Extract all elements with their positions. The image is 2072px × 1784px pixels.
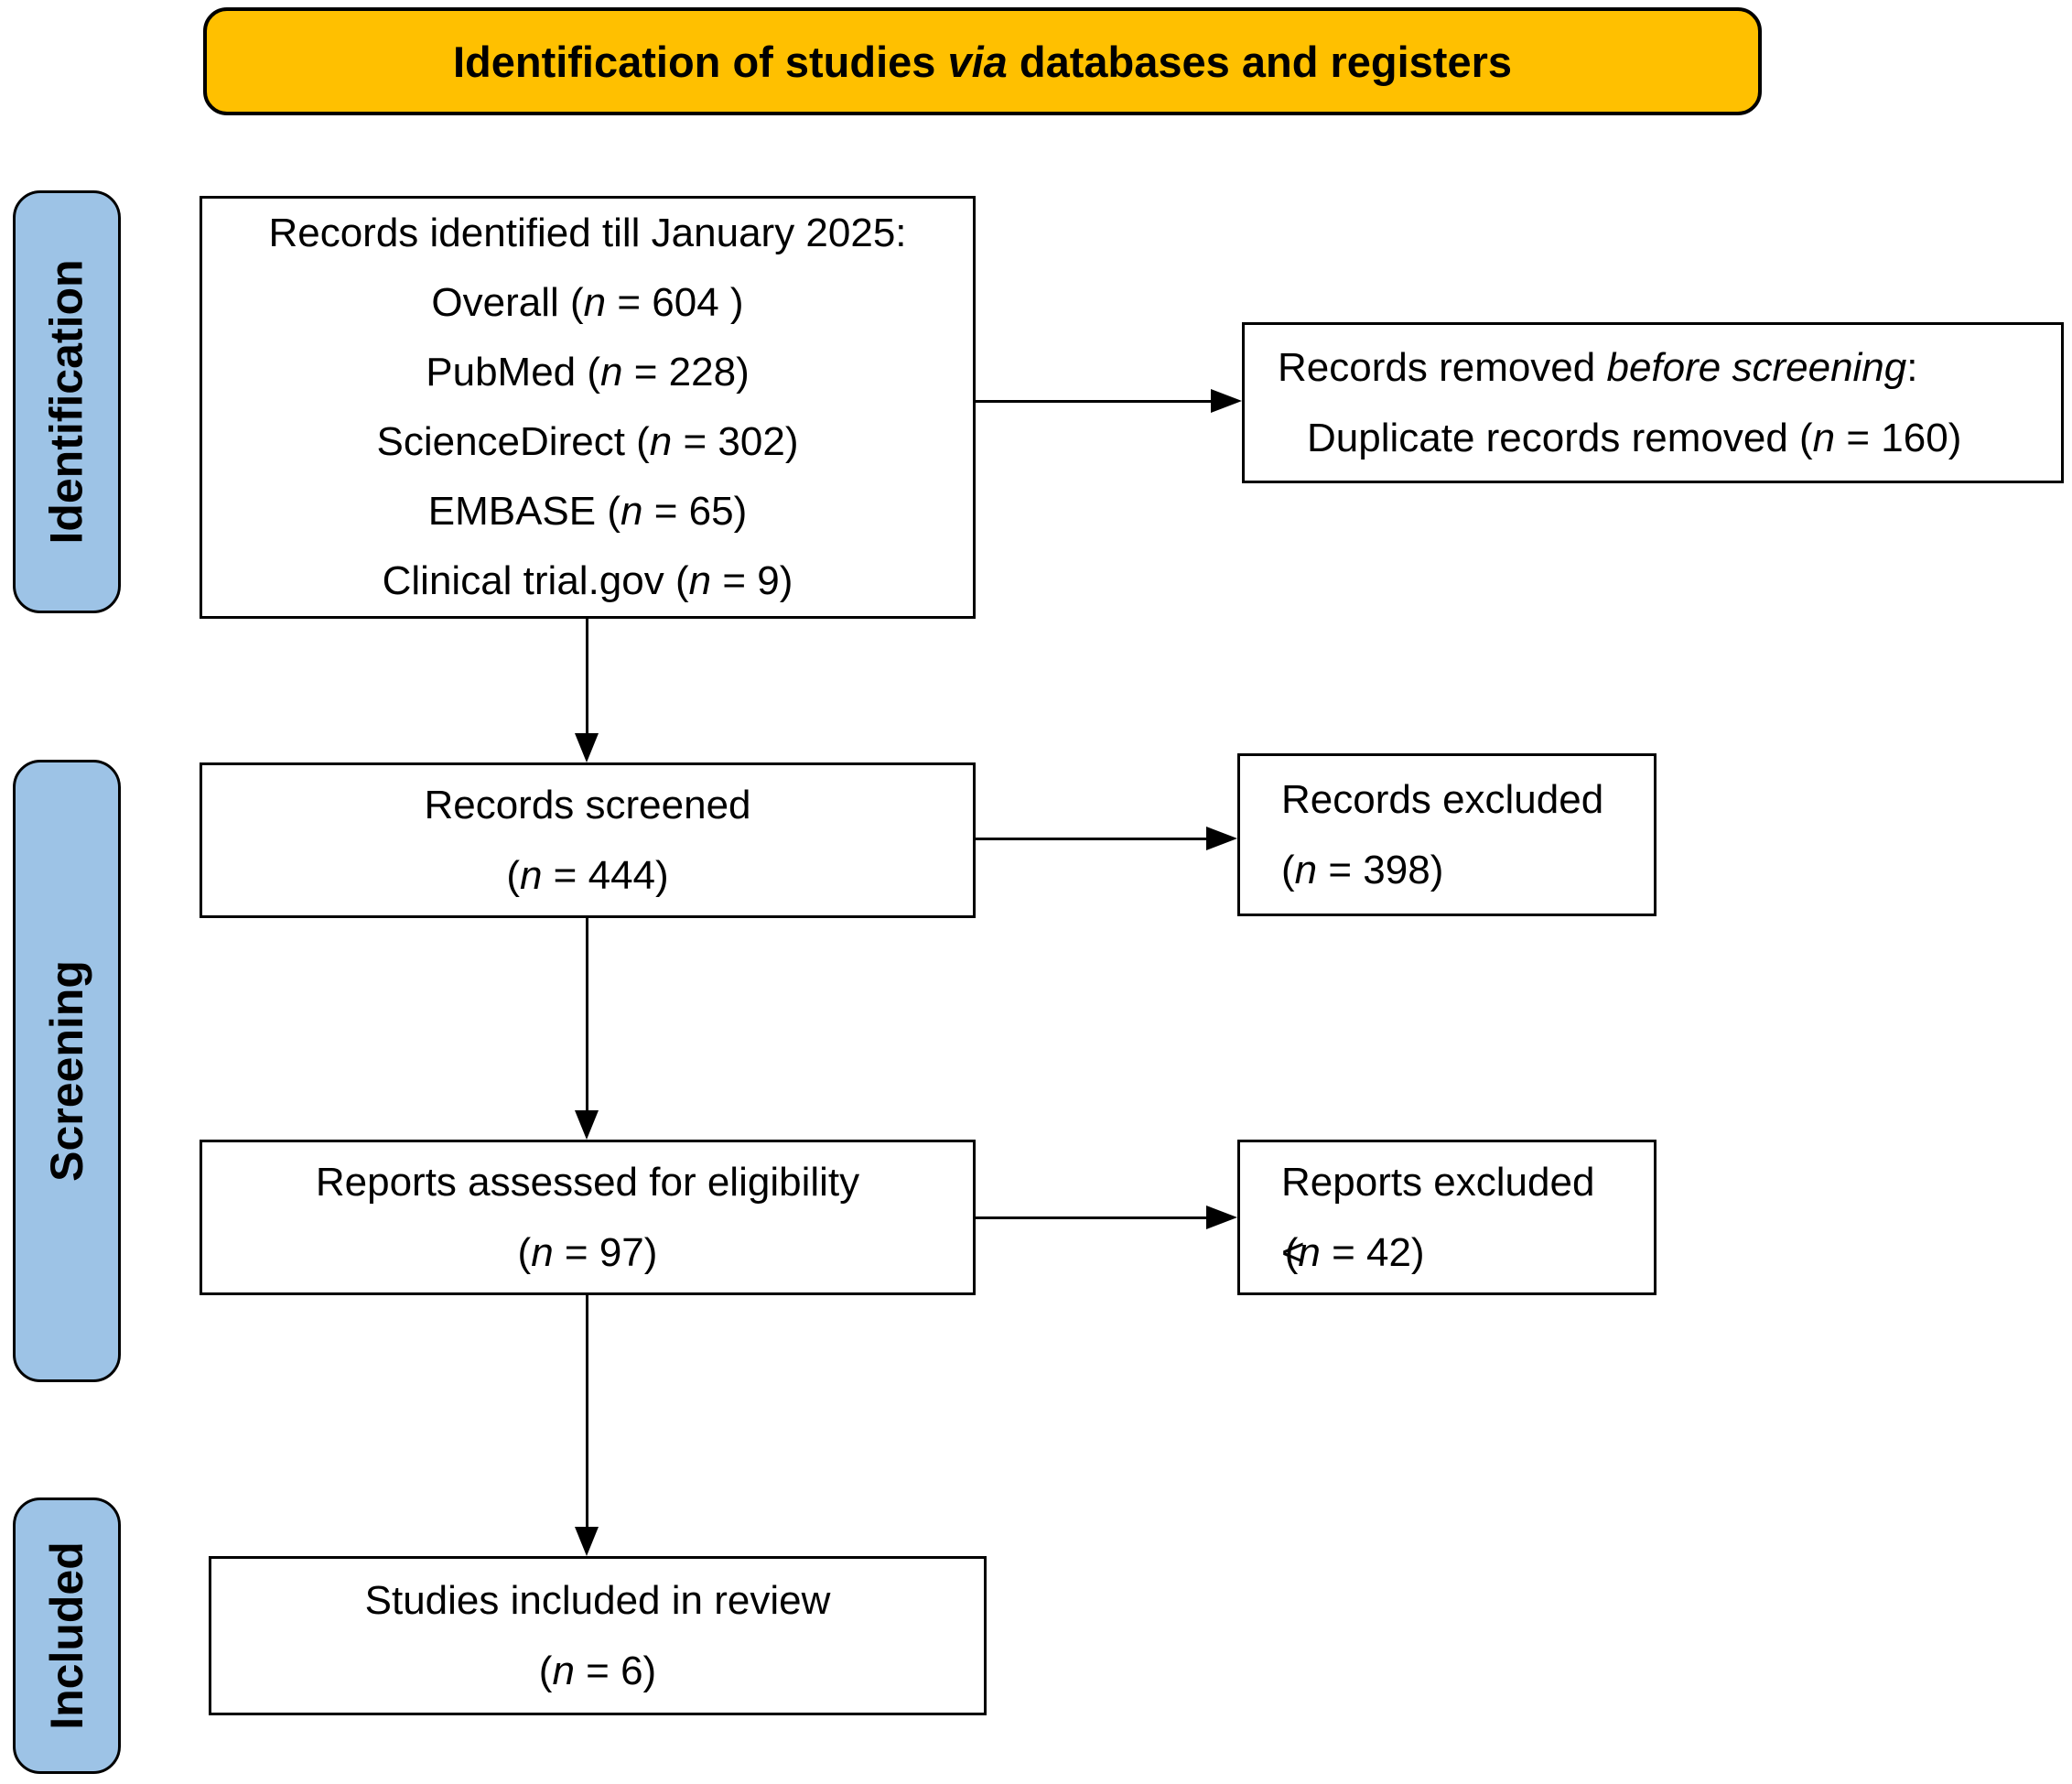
text-line: Studies included in review [365,1565,831,1636]
text-segment: = 160) [1835,416,1962,460]
arrow-line [976,400,1214,403]
text-segment: ( [1281,848,1295,892]
italic-segment: n [1812,416,1836,460]
text-segment: = 6) [574,1649,657,1693]
text-line: Records removed before screening: [1278,332,1917,403]
text-segment: ( [517,1230,532,1275]
text-segment: Records screened [424,783,751,827]
stage-label-screening: Screening [41,960,92,1182]
text-segment: Records removed [1278,345,1607,390]
text-segment: = 444) [542,853,669,898]
box-reports-assessed: Reports assessed for eligibility (n = 97… [200,1140,976,1295]
text-segment: Records identified till January 2025: [268,211,907,255]
arrow-head-right-icon [1206,827,1237,850]
text-line: EMBASE (n = 65) [428,477,748,546]
text-segment: = 9) [711,558,793,603]
arrow-line [586,618,588,739]
arrow-head-down-icon [575,1110,599,1140]
text-line: ScienceDirect (n = 302) [376,407,798,477]
title-segment: databases and registers [1007,37,1513,86]
text-segment: = 398) [1317,848,1444,892]
box-records-excluded: Records excluded (n = 398) [1237,753,1657,916]
italic-segment: n [649,419,673,464]
box-records-screened: Records screened (n = 444) [200,762,976,918]
text-line: Records excluded [1281,764,1603,835]
text-segment: ( [506,853,520,898]
text-line: (n = 398) [1281,835,1443,905]
arrow-head-right-icon [1206,1206,1237,1229]
title-banner: Identification of studies via databases … [203,7,1762,115]
title-text: Identification of studies via databases … [453,37,1512,87]
text-line: PubMed (n = 228) [426,338,749,407]
box-records-identified: Records identified till January 2025: Ov… [200,196,976,619]
stage-ribbon-identification: Identification [13,190,121,613]
text-segment: Duplicate records removed ( [1307,416,1813,460]
text-segment: ScienceDirect ( [376,419,650,464]
text-segment: Reports assessed for eligibility [315,1160,860,1205]
text-line: (n = 97) [518,1217,658,1288]
text-line: (n = 444) [506,840,668,911]
arrow-line [586,918,588,1116]
arrow-head-down-icon [575,733,599,762]
text-line: (n = 6) [539,1636,656,1706]
title-italic-segment: via [947,37,1008,86]
box-records-removed: Records removed before screening: Duplic… [1242,322,2064,483]
text-segment: Overall ( [431,280,584,325]
arrow-line [976,1216,1206,1219]
text-line: Clinical trial.gov (n = 9) [383,546,793,616]
arrow-line [976,838,1206,840]
italic-segment: n [1294,848,1318,892]
arrow-head-right-icon [1211,389,1242,413]
text-segment: = 302) [672,419,799,464]
italic-segment: n [600,350,623,395]
text-line: Reports excluded [1281,1147,1594,1217]
text-line: Records screened [424,770,750,840]
italic-segment: n [621,489,643,534]
italic-segment: n [519,853,543,898]
text-segment: : [1906,345,1918,390]
stage-ribbon-included: Included [13,1497,121,1774]
text-segment: ( [538,1649,553,1693]
text-line: <(n = 42) [1281,1230,1425,1275]
text-line: Reports assessed for eligibility [316,1147,859,1217]
italic-segment: n [531,1230,554,1275]
stage-label-identification: Identification [41,259,93,545]
text-segment: Reports excluded [1281,1160,1595,1205]
box-reports-excluded: Reports excluded <(n = 42) [1237,1140,1657,1295]
text-segment: ( [1284,1230,1299,1275]
stage-ribbon-screening: Screening [13,760,121,1382]
italic-segment: n [1298,1230,1321,1275]
text-segment: = 97) [553,1230,658,1275]
italic-segment: before screening [1606,345,1907,390]
text-segment: EMBASE ( [427,489,621,534]
text-segment: = 228) [622,350,750,395]
text-line: Overall (n = 604 ) [431,268,743,338]
text-segment: = 65) [642,489,748,534]
box-studies-included: Studies included in review (n = 6) [209,1556,987,1715]
arrow-head-down-icon [575,1527,599,1556]
italic-segment: n [583,280,607,325]
italic-segment: n [552,1649,575,1693]
stage-label-included: Included [41,1541,93,1730]
italic-segment: n [688,558,712,603]
text-line: Records identified till January 2025: [268,199,906,268]
text-segment: = 42) [1320,1230,1425,1275]
text-segment: Clinical trial.gov ( [382,558,689,603]
text-segment: PubMed ( [426,350,601,395]
arrow-line [586,1295,588,1532]
text-segment: = 604 ) [606,280,744,325]
text-segment: Studies included in review [364,1578,831,1623]
text-line: Duplicate records removed (n = 160) [1278,403,1961,473]
text-segment: Records excluded [1281,777,1604,822]
title-segment: Identification of studies [452,37,948,86]
